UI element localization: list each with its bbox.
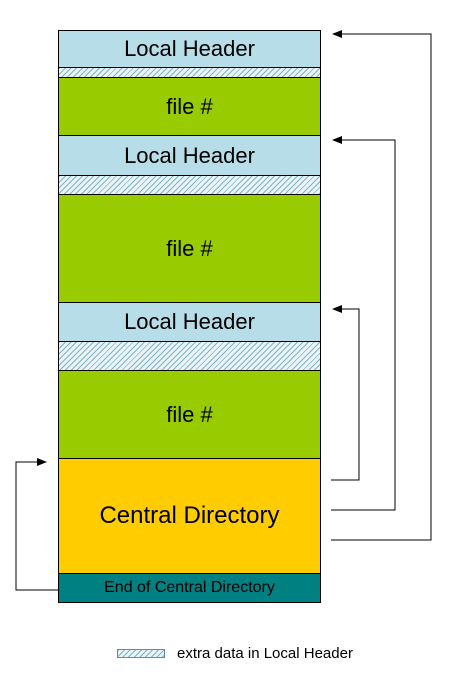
file-label-2: file # [166,235,213,261]
pointer-arrow-to-local-header-3 [331,305,360,481]
legend-extra-data-label: extra data in Local Header [177,645,353,662]
local-header-block-1: Local Header [58,30,321,68]
legend-extra-data-swatch [117,649,165,658]
local-header-label-2: Local Header [124,142,255,168]
pointer-arrow-to-central-directory [15,458,58,591]
pointer-arrow-to-local-header-2 [331,136,396,511]
local-header-block-2: Local Header [58,135,321,176]
local-header-label-1: Local Header [124,36,255,61]
end-of-central-directory-block: End of Central Directory [58,573,321,603]
pointer-arrow-to-local-header-1 [331,30,432,541]
file-block-1: file # [58,77,321,136]
file-label-3: file # [166,401,213,427]
file-block-3: file # [58,370,321,459]
extra-data-block-2 [58,175,321,195]
local-header-block-3: Local Header [58,302,321,342]
central-directory-block: Central Directory [58,458,321,574]
file-block-2: file # [58,194,321,303]
extra-data-block-3 [58,341,321,371]
central-directory-label: Central Directory [99,502,280,529]
local-header-label-3: Local Header [124,309,255,334]
end-of-central-directory-label: End of Central Directory [104,579,275,596]
file-label-1: file # [166,93,213,119]
